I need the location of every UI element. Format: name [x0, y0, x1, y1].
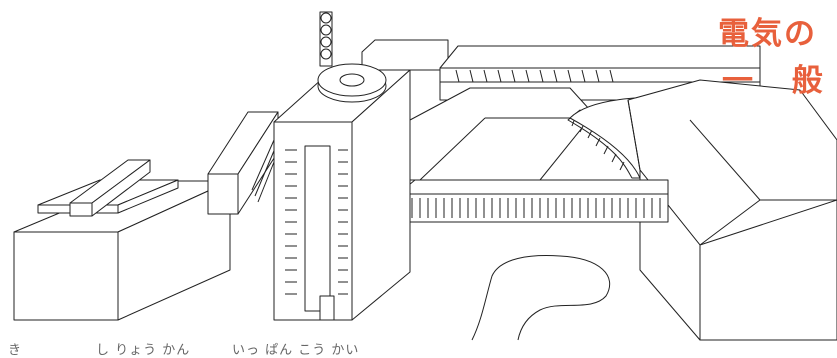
front-bridge: [397, 179, 669, 223]
antenna: [319, 11, 333, 67]
back-arches: [455, 69, 614, 83]
furigana-3: いっ ぱん こう かい: [232, 343, 360, 358]
tower-roof-ring: [317, 63, 387, 103]
title-line-3: 一 般: [722, 63, 837, 99]
bridge-arches: [411, 198, 661, 218]
pond-shape: [471, 255, 611, 341]
left-connector: [207, 111, 279, 215]
left-building: [13, 159, 231, 321]
tower-left-windows: [285, 149, 297, 295]
tower-right-windows: [338, 149, 348, 295]
furigana-1: き: [8, 343, 23, 358]
right-building: [627, 79, 837, 341]
furigana-2: し りょう かん: [96, 343, 191, 358]
main-tower: [273, 11, 411, 321]
title-line-2: 電気の: [718, 16, 817, 52]
